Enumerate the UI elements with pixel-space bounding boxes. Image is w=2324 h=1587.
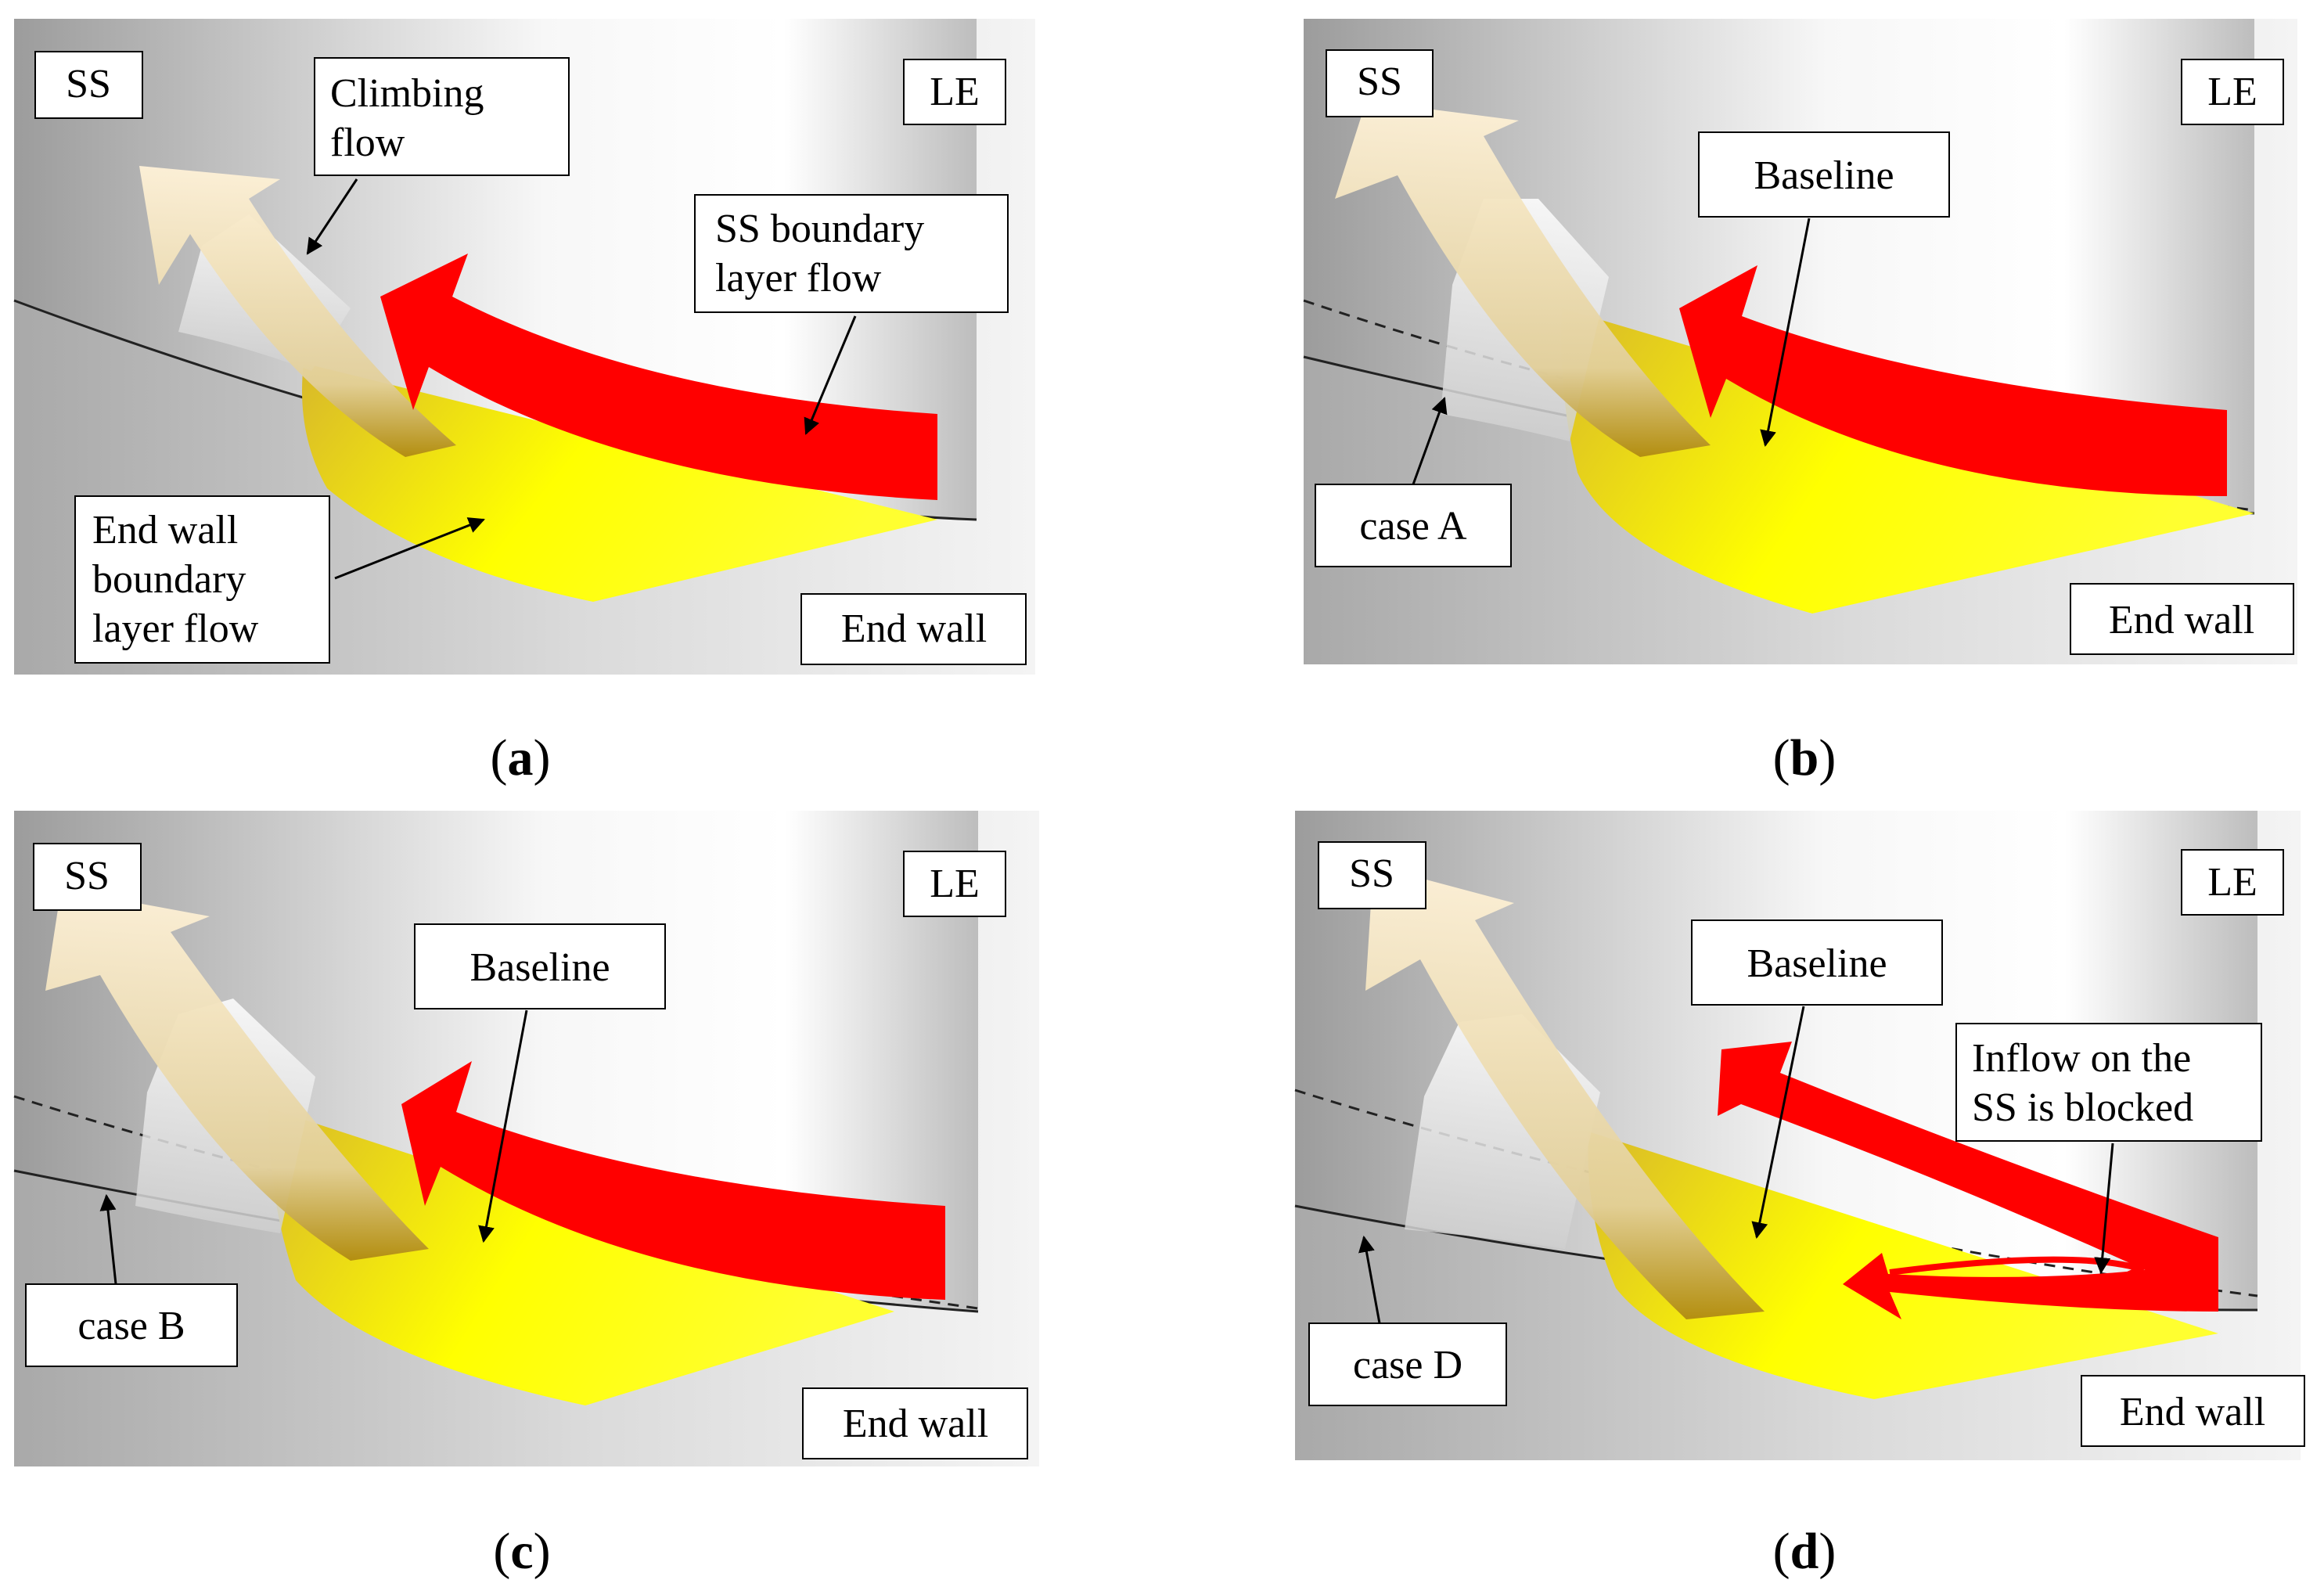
inflow-blocked-label: Inflow on the SS is blocked [1955,1023,2262,1142]
panel-d: SS LE Baseline Inflow on the SS is block… [1294,811,2305,1460]
ss-boundary-layer-flow-arrow [401,1061,945,1300]
ss-label: SS [34,51,143,119]
ss-boundary-layer-flow-label: SS boundary layer flow [694,194,1009,313]
ss-boundary-layer-flow-arrow [1679,265,2227,496]
svg-text:SS: SS [1357,59,1402,104]
ss-label: SS [1318,841,1426,909]
blocked-inflow-loop-line [1889,1256,2149,1296]
svg-text:Climbing: Climbing [330,71,484,116]
baseline-label: Baseline [1691,919,1943,1006]
le-label: LE [2181,59,2284,125]
svg-text:LE: LE [930,862,980,906]
svg-text:case B: case B [77,1304,185,1348]
caption-d: (d) [1773,1523,1837,1580]
svg-text:layer flow: layer flow [92,606,259,651]
svg-text:case A: case A [1359,504,1467,549]
svg-text:Baseline: Baseline [469,945,610,990]
svg-text:SS is blocked: SS is blocked [1972,1085,2193,1130]
svg-text:flow: flow [330,121,405,165]
case-pointer [1358,1235,1381,1324]
climbing-flow-pointer [306,178,358,255]
caption-a: (a) [491,729,551,786]
svg-text:LE: LE [2207,860,2257,905]
ss-label: SS [1326,49,1434,117]
svg-text:boundary: boundary [92,557,246,602]
panel-a: SS LE Climbing flow SS boundary layer fl… [13,19,1035,675]
case-label: case D [1308,1322,1507,1406]
baseline-pointer [478,1009,528,1243]
case-label: case A [1315,484,1512,567]
le-label: LE [2181,849,2284,916]
climbing-flow-arrow [1335,101,1711,457]
end-wall-boundary-layer-flow [1588,1132,2218,1399]
climbing-flow-arrow [45,889,429,1261]
svg-text:LE: LE [2207,70,2257,114]
svg-text:End wall: End wall [843,1402,988,1446]
ss-boundary-layer-flow-arrow [380,254,937,500]
blocked-inflow-recirculation-arrow [1843,1253,2218,1319]
end-wall-label: End wall [802,1387,1028,1459]
endwall-boundary-layer-label: End wall boundary layer flow [74,495,330,664]
case-label: case B [25,1283,238,1367]
climbing-flow-arrow [1365,865,1765,1319]
svg-text:LE: LE [930,70,980,114]
svg-text:layer flow: layer flow [715,256,882,300]
svg-text:End wall: End wall [92,508,238,552]
inflow-blocked-pointer [2094,1143,2114,1275]
svg-text:SS: SS [66,62,111,106]
baseline-pointer [1760,218,1811,448]
svg-text:Baseline: Baseline [1747,941,1887,986]
end-wall-boundary-layer-flow [302,363,937,602]
end-wall-label: End wall [2070,583,2294,655]
panel-c: SS LE Baseline case B End wall [13,811,1039,1466]
svg-text:SS: SS [1349,851,1394,896]
blocked-ss-inflow-arrow [1718,1042,2218,1304]
svg-text:case D: case D [1353,1343,1462,1387]
baseline-label: Baseline [414,923,666,1009]
svg-text:End wall: End wall [2109,598,2254,642]
ss-label: SS [33,843,142,911]
baseline-pointer [1751,1006,1805,1240]
case-pointer [99,1193,117,1285]
climbing-flow-arrow [139,166,456,457]
svg-text:Baseline: Baseline [1754,153,1894,198]
end-wall-label: End wall [2081,1375,2305,1447]
case-pointer [1412,397,1448,485]
end-wall-boundary-layer-flow [1561,308,2254,614]
climbing-flow-label: Climbing flow [314,57,570,176]
le-label: LE [903,59,1006,125]
end-wall-label: End wall [800,593,1027,665]
svg-text:Inflow on the: Inflow on the [1972,1036,2191,1081]
le-label: LE [903,851,1006,917]
svg-text:SS: SS [64,854,110,898]
svg-text:End wall: End wall [841,606,987,651]
baseline-label: Baseline [1698,131,1950,218]
svg-text:SS boundary: SS boundary [715,207,924,251]
ss-boundary-layer-pointer [804,315,857,435]
endwall-boundary-layer-pointer [334,517,485,580]
caption-c: (c) [493,1523,550,1580]
svg-text:End wall: End wall [2120,1390,2265,1434]
caption-b: (b) [1773,729,1837,786]
panel-b: SS LE Baseline case A End wall [1303,19,2297,664]
